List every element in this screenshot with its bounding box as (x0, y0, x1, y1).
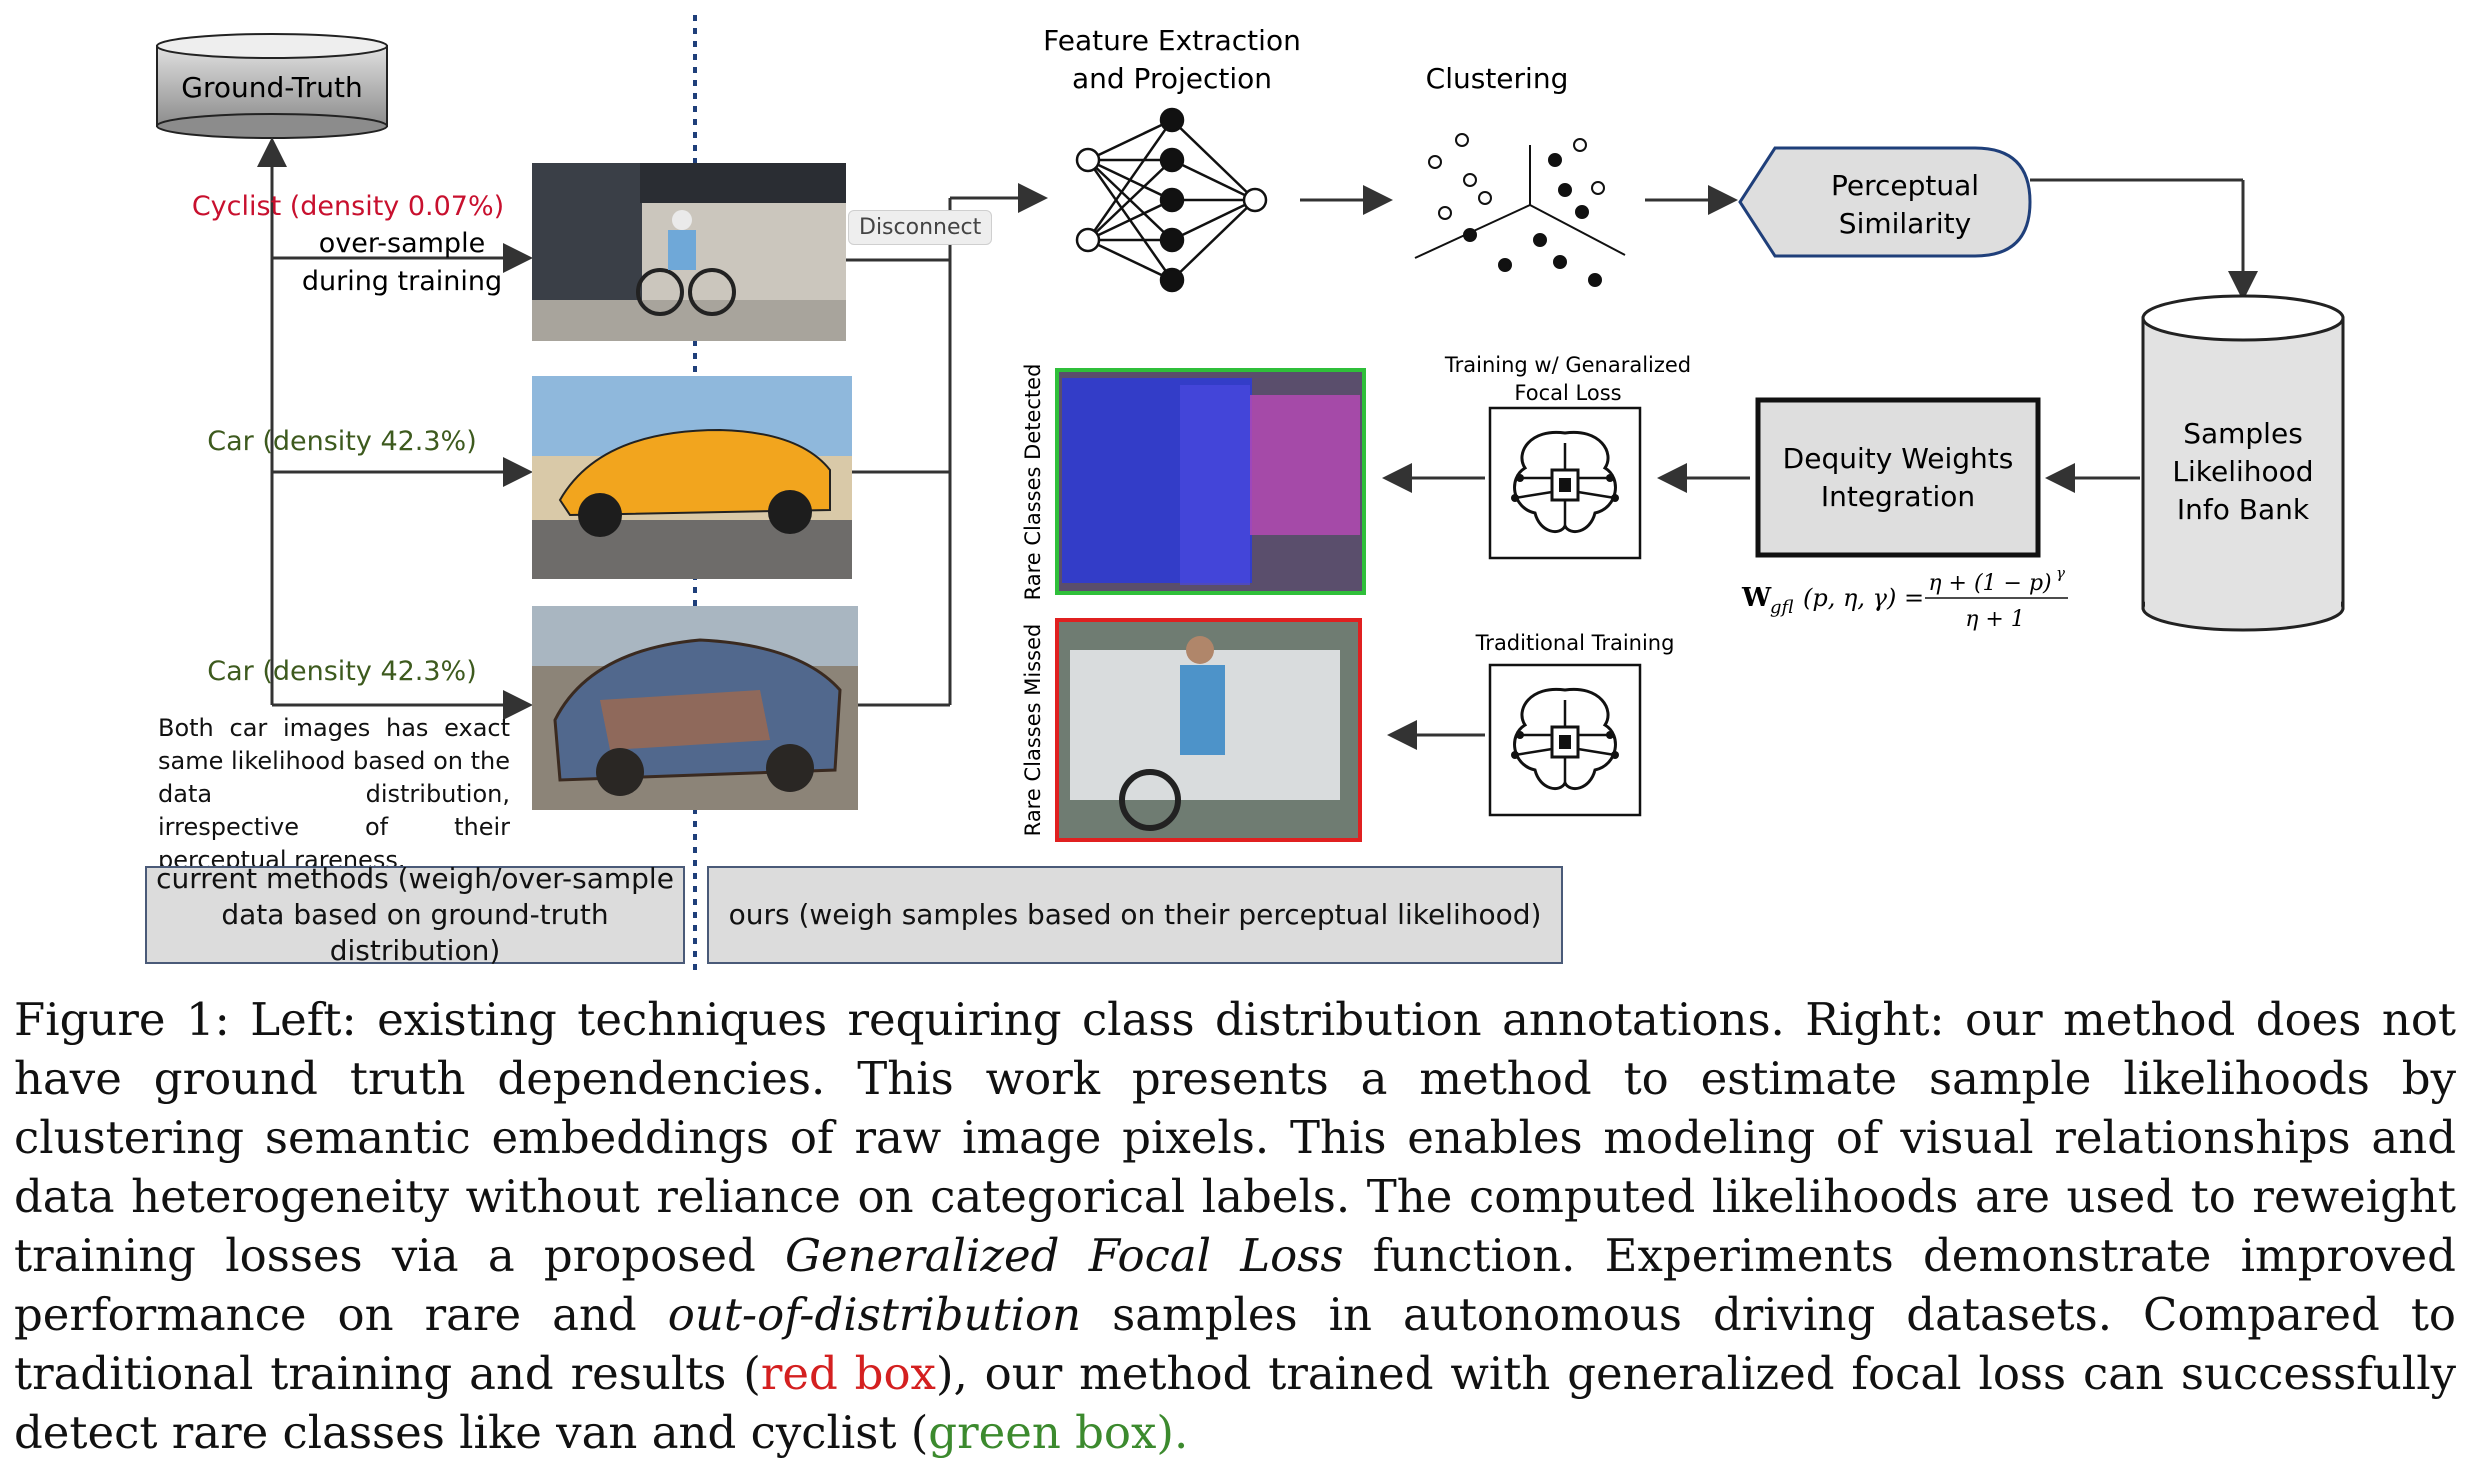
caption-green-box: green box). (928, 1406, 1189, 1459)
neural-network-icon (1075, 107, 1268, 293)
feature-title-line1: Feature Extraction (1043, 24, 1301, 57)
current-methods-box: current methods (weigh/over-sample data … (145, 862, 685, 967)
rare-missed-label: Rare Classes Missed (1021, 624, 1045, 837)
ground-truth-label: Ground-Truth (181, 71, 363, 104)
car-likelihood-note: Both car images has exact same likelihoo… (158, 714, 510, 874)
ground-truth-cylinder-icon: Ground-Truth (156, 33, 388, 139)
caption-part-3: samples in autonomous driving datasets. … (14, 1288, 2456, 1400)
cyclist-photo (532, 163, 846, 341)
formula-exponent: γ (2056, 564, 2065, 582)
bank-label-line2: Likelihood (2172, 455, 2313, 488)
caption-red-box: red box (760, 1347, 936, 1400)
car-density-label-1: Car (density 42.3%) (207, 426, 477, 457)
yellow-car-photo (532, 376, 852, 579)
dequity-label-line2: Integration (1821, 480, 1975, 513)
rare-classes-missed-image (1055, 618, 1362, 842)
left-tree-connectors (257, 137, 533, 720)
rare-classes-detected-image (1055, 368, 1366, 595)
wrecked-car-photo (532, 606, 858, 810)
disconnect-tag: Disconnect (848, 210, 993, 245)
likelihood-bank-cylinder-icon (2141, 294, 2345, 632)
cyclist-density-label: Cyclist (density 0.07%) (192, 191, 504, 222)
figure-caption: Figure 1: Left: existing techniques requ… (14, 990, 2456, 1462)
gfl-training-line1: Training w/ Genaralized (1444, 353, 1691, 377)
bank-label-line1: Samples (2183, 417, 2303, 450)
figure-diagram: Ground-Truth Cyclist (density 0.07%) ove… (156, 15, 2345, 970)
brain-chip-icon (1488, 663, 1642, 817)
cluster-scatter-icon (1414, 133, 1626, 287)
bank-label-line3: Info Bank (2177, 493, 2310, 526)
oversample-label: over-sample (319, 228, 485, 259)
formula-denominator: η + 1 (1965, 607, 2025, 632)
rare-detected-label: Rare Classes Detected (1021, 364, 1045, 601)
caption-part-1: Figure 1: Left: existing techniques requ… (14, 993, 2456, 1282)
ours-label: ours (weigh samples based on their perce… (728, 898, 1542, 931)
car-density-label-2: Car (density 42.3%) (207, 656, 477, 687)
caption-ood: out-of-distribution (667, 1288, 1082, 1341)
perceptual-similarity-node (1738, 146, 2032, 258)
feature-title-line2: and Projection (1072, 62, 1272, 95)
formula-numerator: η + (1 − p) (1928, 571, 2051, 596)
clustering-title: Clustering (1426, 62, 1569, 95)
perceptual-label-line1: Perceptual (1831, 169, 1979, 202)
traditional-training-label: Traditional Training (1475, 631, 1675, 655)
perceptual-label-line2: Similarity (1839, 207, 1971, 240)
current-methods-line2: data based on ground-truth distribution) (221, 898, 609, 967)
gfl-training-line2: Focal Loss (1514, 381, 1621, 405)
during-training-label: during training (302, 266, 502, 297)
dequity-weights-node (1755, 397, 2041, 558)
generalized-focal-loss-formula: W gfl (p, η, γ) = η + (1 − p) γ η + 1 (1741, 564, 2068, 632)
formula-lhs: W (1741, 583, 1772, 613)
caption-gfl: Generalized Focal Loss (785, 1229, 1344, 1282)
brain-chip-icon (1488, 406, 1642, 560)
formula-subscript: gfl (1770, 597, 1794, 618)
dequity-label-line1: Dequity Weights (1783, 442, 2014, 475)
similarity-to-bank-connector (2030, 178, 2258, 301)
merge-connectors (846, 183, 1048, 707)
current-methods-line1: current methods (weigh/over-sample (156, 862, 674, 895)
ours-box: ours (weigh samples based on their perce… (707, 866, 1563, 964)
formula-args: (p, η, γ) = (1803, 584, 1924, 612)
caption-part-2: function. Experiments demonstrate improv… (14, 1229, 2456, 1341)
